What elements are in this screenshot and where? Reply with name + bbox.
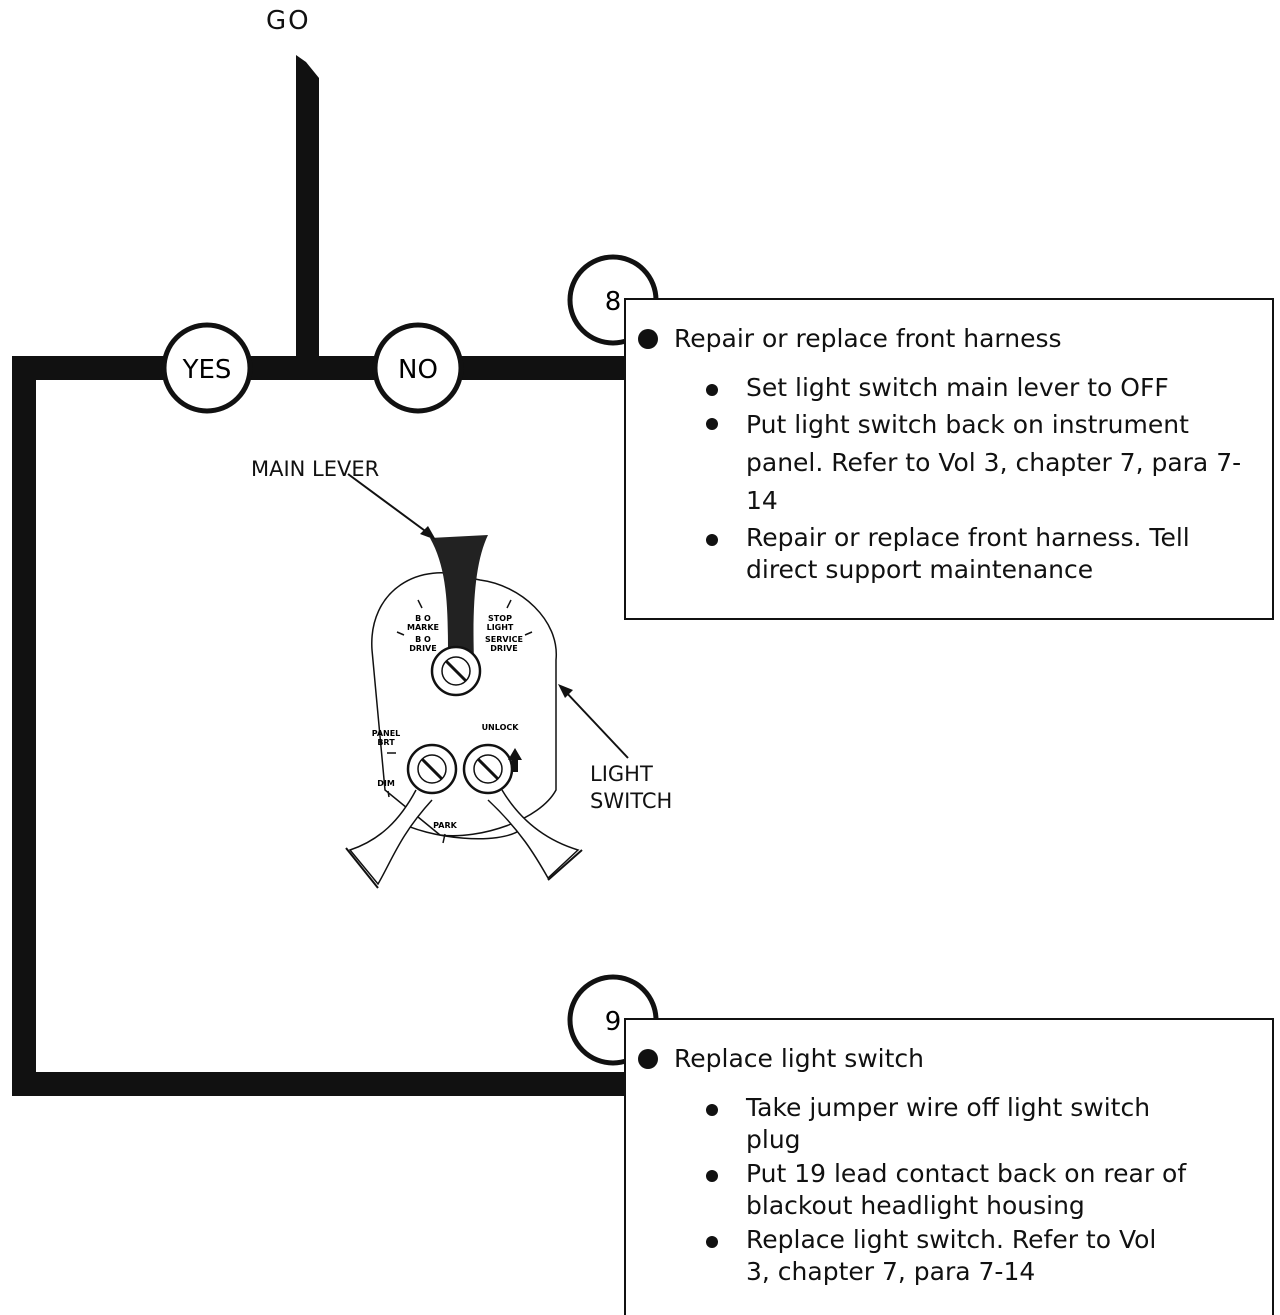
top-connector (12, 356, 626, 380)
light-switch-arrow (563, 689, 629, 759)
unlock-label: UNLOCK (482, 723, 520, 732)
light-switch-label-2: SWITCH (590, 789, 673, 813)
stop-light-label-1: STOP (488, 614, 512, 623)
go-label: GO (266, 6, 311, 36)
park-label: PARK (433, 821, 457, 830)
step9-item-1: Take jumper wire off light switch plug (626, 1092, 1272, 1156)
step8-main-action: Repair or replace front harness (626, 322, 1272, 356)
up-arrow-icon (508, 748, 522, 772)
step8-item-1: Set light switch main lever to OFF (626, 372, 1272, 404)
left-lever (348, 789, 433, 886)
step8-list: Repair or replace front harness Set ligh… (626, 322, 1272, 586)
main-lever (430, 535, 488, 660)
no-label: NO (398, 355, 438, 385)
go-connector (296, 55, 319, 368)
light-switch-label-1: LIGHT (590, 762, 653, 786)
bo-drive-label-2: DRIVE (409, 644, 436, 653)
step8-item-3: Repair or replace front harness. Tell di… (626, 522, 1272, 586)
step9-list: Replace light switch Take jumper wire of… (626, 1042, 1272, 1288)
bo-marker-label-2: MARKE (407, 623, 439, 632)
step9-main-action: Replace light switch (626, 1042, 1272, 1076)
main-lever-arrow (347, 473, 433, 537)
switch-body-outline (371, 572, 557, 837)
switch-tick-marks (387, 599, 533, 844)
step8-box: Repair or replace front harness Set ligh… (624, 298, 1274, 620)
step8-number: 8 (605, 287, 622, 317)
yes-circle (161, 322, 253, 414)
panel-brt-label-2: BRT (377, 738, 395, 747)
no-circle (372, 322, 464, 414)
bottom-connector (12, 1072, 626, 1096)
dim-label: DIM (377, 779, 395, 788)
main-lever-label: MAIN LEVER (251, 457, 380, 481)
step8-item-2: Put light switch back on instrument pane… (626, 406, 1272, 520)
stop-light-label-2: LIGHT (487, 623, 514, 632)
step9-item-3: Replace light switch. Refer to Vol 3, ch… (626, 1224, 1272, 1288)
step9-box: Replace light switch Take jumper wire of… (624, 1018, 1274, 1315)
panel-brt-label-1: PANEL (372, 729, 401, 738)
service-drive-label-2: DRIVE (490, 644, 517, 653)
service-drive-label-1: SERVICE (485, 635, 523, 644)
step9-number: 9 (605, 1007, 622, 1037)
left-connector (12, 356, 36, 1096)
step9-item-2: Put 19 lead contact back on rear of blac… (626, 1158, 1272, 1222)
right-lever (487, 789, 580, 880)
bo-drive-label-1: B O (415, 635, 431, 644)
yes-label: YES (182, 355, 232, 385)
bo-marker-label-1: B O (415, 614, 431, 623)
